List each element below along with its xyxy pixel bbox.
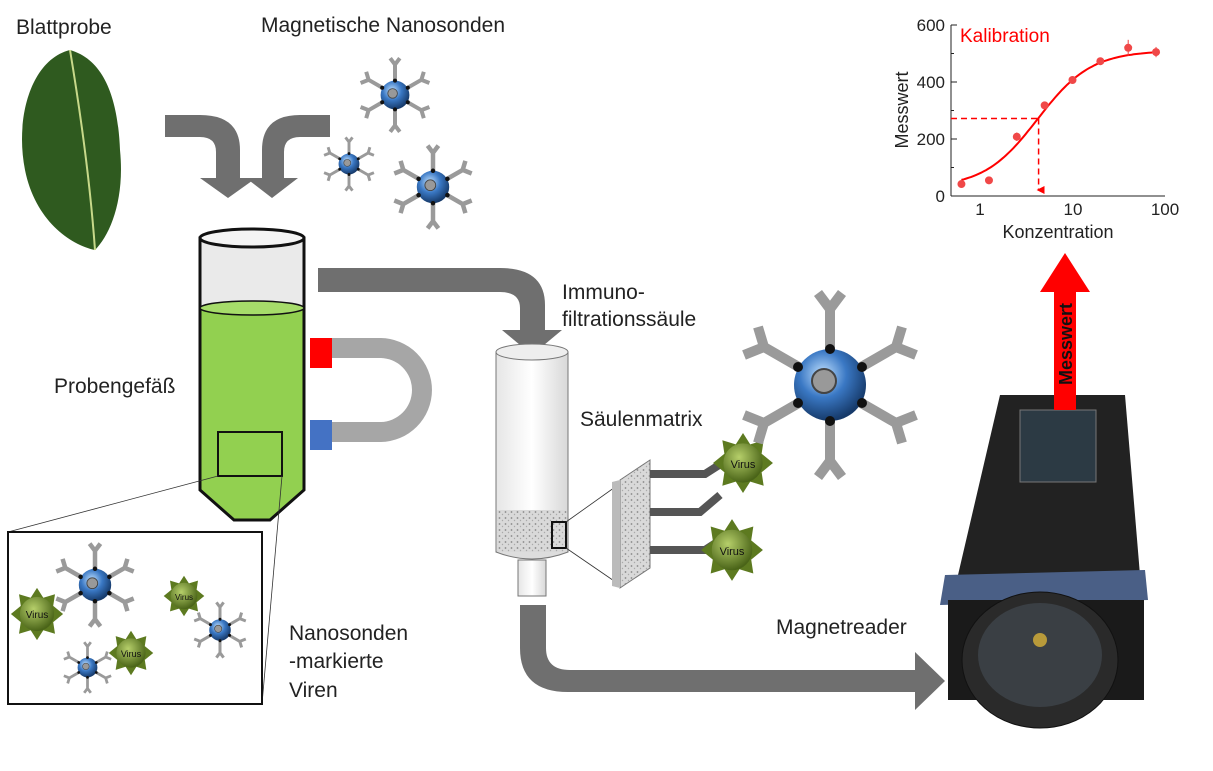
y-tick-label: 0 <box>936 187 945 206</box>
x-tick-label: 1 <box>975 200 984 219</box>
y-tick-label: 200 <box>917 130 945 149</box>
nanoprobe-icon <box>744 293 916 477</box>
measured-value-label: Messwert <box>1056 303 1076 385</box>
data-point <box>957 180 966 189</box>
data-point <box>1068 76 1077 85</box>
zoom-region <box>217 431 283 477</box>
nanoprobe-icon <box>322 135 376 193</box>
tube-label: Probengefäß <box>54 375 175 398</box>
flow-arrows <box>165 115 945 710</box>
data-point <box>984 176 993 185</box>
virus-label: Virus <box>26 610 49 621</box>
leaf-label: Blattprobe <box>16 16 112 39</box>
chart-title: Kalibration <box>960 26 1050 47</box>
y-tick-label: 600 <box>917 16 945 35</box>
magnet-icon <box>310 338 432 450</box>
fit-curve <box>961 51 1159 181</box>
y-tick-label: 400 <box>917 73 945 92</box>
matrix-label: Säulenmatrix <box>580 408 703 431</box>
virus-label: Virus <box>121 649 142 659</box>
column-label-line2: filtrationssäule <box>562 308 696 331</box>
data-point <box>1040 101 1049 110</box>
arrow-tube-to-column <box>318 268 562 355</box>
column-label-line1: Immuno- <box>562 281 645 304</box>
measured-value-arrow: Messwert <box>1040 253 1090 410</box>
labeled-viruses-line3: Viren <box>289 679 338 702</box>
data-point <box>1012 132 1021 141</box>
labeled-viruses-line1: Nanosonden <box>289 622 408 645</box>
sample-tube <box>198 227 306 522</box>
data-point <box>1152 48 1161 57</box>
arrow-column-to-reader <box>520 605 945 710</box>
immunofiltration-column <box>495 343 569 597</box>
x-tick-label: 10 <box>1064 200 1083 219</box>
arrow-leaf-to-tube <box>165 115 256 198</box>
data-point <box>1096 57 1105 66</box>
nanoprobes-label: Magnetische Nanosonden <box>261 14 505 37</box>
x-axis-label: Konzentration <box>1002 222 1113 242</box>
nanoprobe-icon <box>394 146 471 229</box>
x-tick-label: 100 <box>1151 200 1179 219</box>
nanoprobe-icon <box>358 56 432 134</box>
leaf-image <box>22 49 121 251</box>
y-axis-label: Messwert <box>892 71 912 148</box>
magnetreader-device <box>940 395 1148 729</box>
arrow-probes-to-tube <box>246 115 330 198</box>
virus-label: Virus <box>175 593 193 602</box>
data-point <box>1124 43 1133 52</box>
reader-label: Magnetreader <box>776 616 907 639</box>
virus-label: Virus <box>731 459 756 471</box>
labeled-viruses-line2: -markierte <box>289 650 384 673</box>
virus-label: Virus <box>720 546 745 558</box>
calibration-chart: Kalibration Konzentration Messwert 1 10 … <box>892 16 1179 242</box>
